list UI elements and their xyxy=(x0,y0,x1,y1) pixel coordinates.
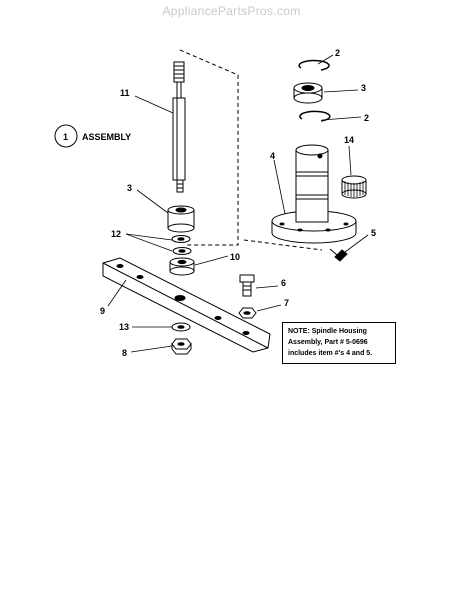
callout-bar: 9 xyxy=(100,306,105,316)
assembly-label: ASSEMBLY xyxy=(82,132,131,142)
assembly-badge xyxy=(54,124,78,148)
callout-washer: 13 xyxy=(119,322,129,332)
shaft xyxy=(172,61,186,193)
spacer-washers xyxy=(171,235,192,255)
needle-bearing xyxy=(341,175,367,199)
callout-bearing-top: 3 xyxy=(361,83,366,93)
callout-bolt: 6 xyxy=(281,278,286,288)
grease-fitting xyxy=(329,248,348,262)
leader-lines xyxy=(107,54,369,353)
callout-spacer: 10 xyxy=(230,252,240,262)
spindle-housing xyxy=(271,144,357,244)
callout-shaft: 11 xyxy=(120,88,130,98)
blade-bar xyxy=(102,257,271,353)
callout-spindle-housing: 4 xyxy=(270,151,275,161)
bearing-top xyxy=(293,82,323,104)
hex-nut xyxy=(171,338,192,355)
washer xyxy=(171,322,191,332)
dashed-assembly-line xyxy=(179,49,323,251)
spacer xyxy=(169,257,195,276)
watermark: AppliancePartsPros.com xyxy=(162,4,301,18)
callout-retaining-ring-top: 2 xyxy=(335,48,340,58)
lock-nut xyxy=(238,307,257,319)
retaining-ring-top xyxy=(298,59,330,71)
callout-bearing-shaft: 3 xyxy=(127,183,132,193)
callout-lock-nut: 7 xyxy=(284,298,289,308)
callout-needle-bearing: 14 xyxy=(344,135,354,145)
note-line-3: includes item #'s 4 and 5. xyxy=(288,350,373,357)
bolt xyxy=(239,274,255,297)
callout-spacer-washers: 12 xyxy=(111,229,121,239)
assembly-number: 1 xyxy=(63,132,68,142)
note-line-1: NOTE: Spindle Housing xyxy=(288,328,367,335)
note-line-2: Assembly, Part # 5-0696 xyxy=(288,339,368,346)
note-box: NOTE: Spindle Housing Assembly, Part # 5… xyxy=(282,322,396,364)
retaining-ring-lower xyxy=(299,110,331,122)
callout-grease-fitting: 5 xyxy=(371,228,376,238)
bearing-shaft xyxy=(167,205,195,233)
callout-nut: 8 xyxy=(122,348,127,358)
callout-retaining-ring-lower: 2 xyxy=(364,113,369,123)
